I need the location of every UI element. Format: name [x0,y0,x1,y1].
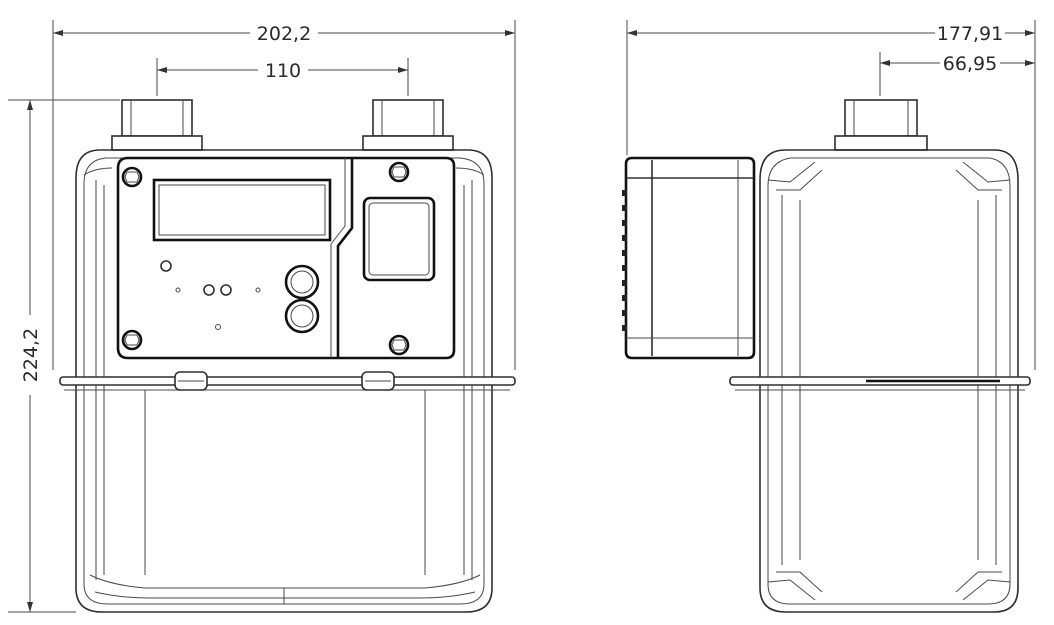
right-window [362,196,436,282]
dim-label-side-inlet-offset: 66,95 [943,53,997,75]
screw-top-right [388,161,410,183]
dim-label-front-height: 224,2 [20,328,42,382]
display-module [116,156,456,360]
dim-front-width: 202,2 [52,20,516,370]
front-band [59,371,516,391]
button-upper [284,264,320,300]
lcd-window [152,178,332,242]
front-inlet-left [111,99,203,151]
dim-label-inlet-spacing: 110 [265,60,301,82]
side-band [729,376,1031,391]
dim-front-inlet-spacing: 110 [156,58,409,96]
indicator-led [160,260,172,272]
screw-bottom-right [388,334,410,356]
dim-side-depth: 177,91 [626,20,1036,370]
button-lower [284,298,320,334]
front-view: 202,2 110 224,2 [8,20,516,613]
dim-front-height: 224,2 [8,99,120,613]
dim-side-inlet-offset: 66,95 [879,52,1035,96]
side-view: 177,91 66,95 [622,20,1036,613]
side-ribs [622,190,627,331]
dim-label-side-depth: 177,91 [937,23,1003,45]
dim-label-front-width: 202,2 [257,23,311,45]
screw-bottom-left [121,329,143,351]
side-display-module [622,156,756,360]
side-inlet [834,99,928,151]
front-inlet-right [362,99,454,151]
screw-top-left [121,166,143,188]
front-housing [75,149,493,613]
